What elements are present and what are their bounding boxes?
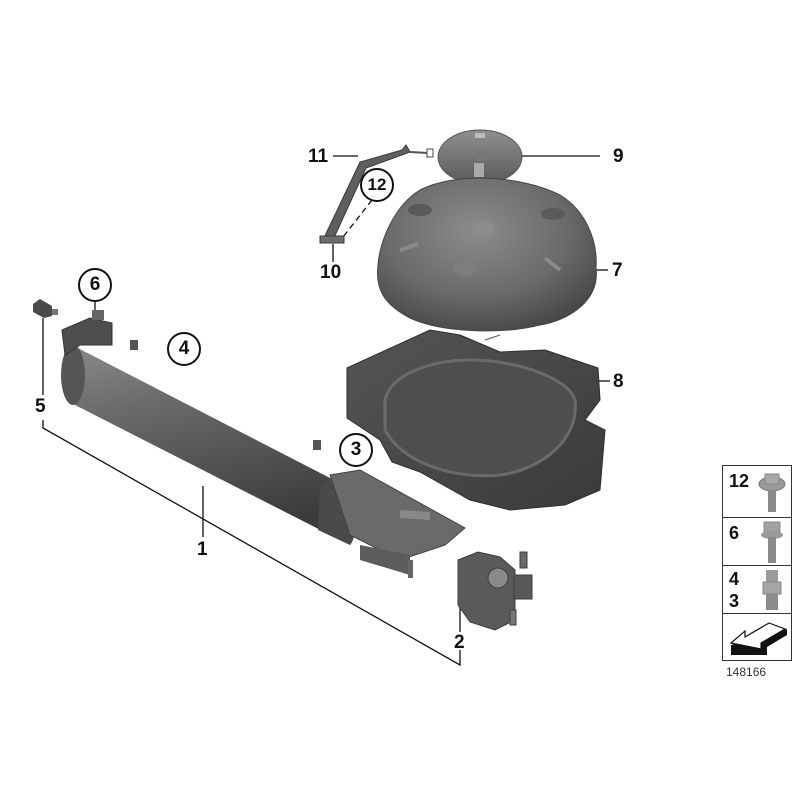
flange-bolt-icon [758,473,786,512]
callout-9: 9 [613,146,624,167]
callout-10: 10 [320,262,342,283]
callout-3-circled: 3 [339,433,373,467]
legend-number-6: 6 [729,523,740,543]
callout-7: 7 [612,260,623,281]
fastener-legend: 12 6 4 3 [722,465,792,661]
dome-cover-part [376,177,597,341]
callout-8: 8 [613,371,624,392]
legend-row-6: 6 [723,518,791,566]
legend-number-4: 4 [729,569,740,589]
callout-1: 1 [197,539,208,560]
accumulator-tube-part [61,310,466,578]
callout-4-circled: 4 [167,332,201,366]
legend-number-12: 12 [729,471,750,491]
legend-number-3: 3 [729,591,740,611]
callout-5: 5 [35,396,46,417]
sensor-part [33,299,58,318]
callout-2: 2 [454,632,465,653]
hex-bolt-icon [761,521,783,563]
legend-row-4-3: 4 3 [723,566,791,614]
valve-block-part [457,551,533,631]
catalog-number: 148166 [726,665,767,679]
foam-tray-part [346,329,606,511]
strap-part [319,144,434,244]
callout-11: 11 [308,146,329,167]
legend-row-arrow [723,614,791,660]
callout-12-circled: 12 [360,168,394,202]
callout-6-circled: 6 [78,268,112,302]
legend-row-12: 12 [723,466,791,518]
threaded-fitting-icon [762,570,782,610]
direction-arrow-icon [729,622,787,655]
cover-plate-part [437,129,523,185]
